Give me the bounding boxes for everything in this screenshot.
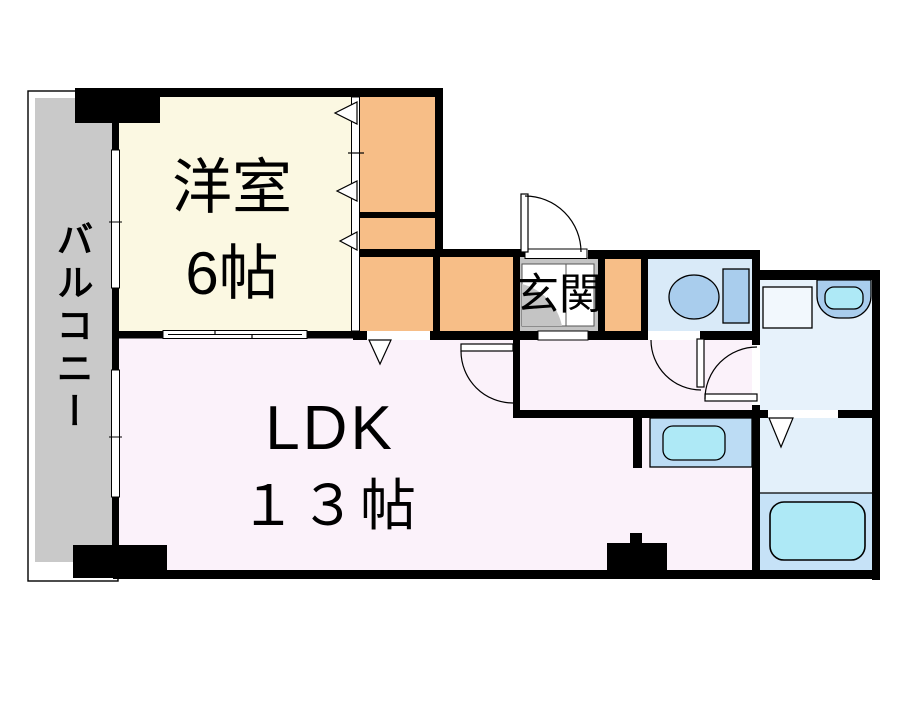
room-ldk	[118, 331, 752, 570]
entry-door-leaf	[520, 193, 529, 253]
wall-balcony-3	[112, 495, 119, 547]
sliding-door-arrow-1	[333, 101, 358, 125]
ldk-door-arc	[460, 350, 514, 404]
wall-washroom-top	[752, 270, 880, 280]
wall-bottom	[113, 570, 880, 579]
bathroom-door-arrow	[768, 417, 794, 449]
wall-mid-right	[588, 250, 760, 259]
toilet-door-arc	[650, 339, 702, 391]
wall-top	[75, 88, 443, 97]
balcony-label: バルコニー	[51, 220, 92, 435]
wall-closet-divider	[355, 212, 443, 218]
toilet-icon	[668, 274, 720, 320]
closet-c-door-arrow	[368, 339, 392, 366]
door-symbols	[460, 193, 758, 404]
openings	[109, 96, 838, 498]
room-balcony	[35, 98, 118, 562]
wall-bath-left	[752, 405, 760, 570]
washroom-door-gap	[752, 345, 760, 405]
ldk-label: LDK	[265, 394, 395, 463]
closet-a	[358, 97, 435, 218]
bathroom-door-gap	[768, 410, 838, 418]
washbasin-bowl	[824, 286, 864, 310]
ldk-size-label: １３帖	[240, 474, 420, 537]
wall-closet-right	[435, 88, 443, 256]
washing-machine-pan-icon	[762, 286, 813, 329]
wall-kitchen-stub	[633, 418, 642, 468]
wall-cd	[433, 257, 440, 340]
wall-mid-left	[353, 249, 525, 257]
window-ldk	[111, 369, 120, 498]
washroom-door-arc	[704, 346, 758, 400]
closet-c	[358, 257, 433, 331]
wall-genkan-left	[513, 257, 520, 345]
entry-opening	[524, 248, 588, 259]
wall-block-topleft	[75, 88, 160, 123]
entrance-step-opening	[537, 330, 589, 341]
closet-d	[440, 257, 513, 331]
ldk-door-leaf	[460, 343, 514, 352]
wall-stub-bottommid	[630, 533, 642, 544]
entrance-label: 玄関	[516, 271, 602, 319]
entrance-floor	[521, 263, 595, 327]
wall-pillar-bottomleft	[73, 545, 167, 578]
sliding-door-arrow-2	[335, 180, 358, 202]
bathtub-icon	[769, 501, 866, 561]
entrance-floor-arc	[522, 284, 562, 326]
wall-pillar-bottommid	[607, 543, 667, 579]
window-western	[111, 149, 120, 289]
entry-door-arc	[524, 195, 582, 253]
fixtures	[649, 268, 872, 561]
wall-corridor-left	[513, 340, 520, 418]
closet-c-opening	[367, 331, 430, 340]
toilet-tank	[722, 268, 750, 324]
wall-toilet-left	[641, 250, 648, 338]
kitchen-sink-icon	[662, 425, 726, 461]
wall-genkan-right	[598, 257, 605, 338]
western-room-label: 洋室	[172, 154, 292, 221]
wall-outer-right	[872, 270, 880, 580]
western-room-size: 6帖	[185, 240, 279, 307]
sliding-door-arrow-3	[338, 231, 358, 251]
closet-sliding-track	[351, 96, 360, 332]
closet-e	[605, 259, 641, 331]
wall-corridor-bottom	[513, 410, 760, 418]
wall-balcony-1	[112, 120, 119, 152]
toilet-door-leaf	[696, 338, 705, 388]
washroom-door-leaf	[704, 393, 758, 402]
toilet-door-gap	[648, 331, 700, 340]
wall-balcony-2	[112, 288, 119, 372]
room-fills	[27, 90, 872, 582]
room-western	[118, 97, 355, 338]
wall-toilet-right	[752, 250, 760, 345]
